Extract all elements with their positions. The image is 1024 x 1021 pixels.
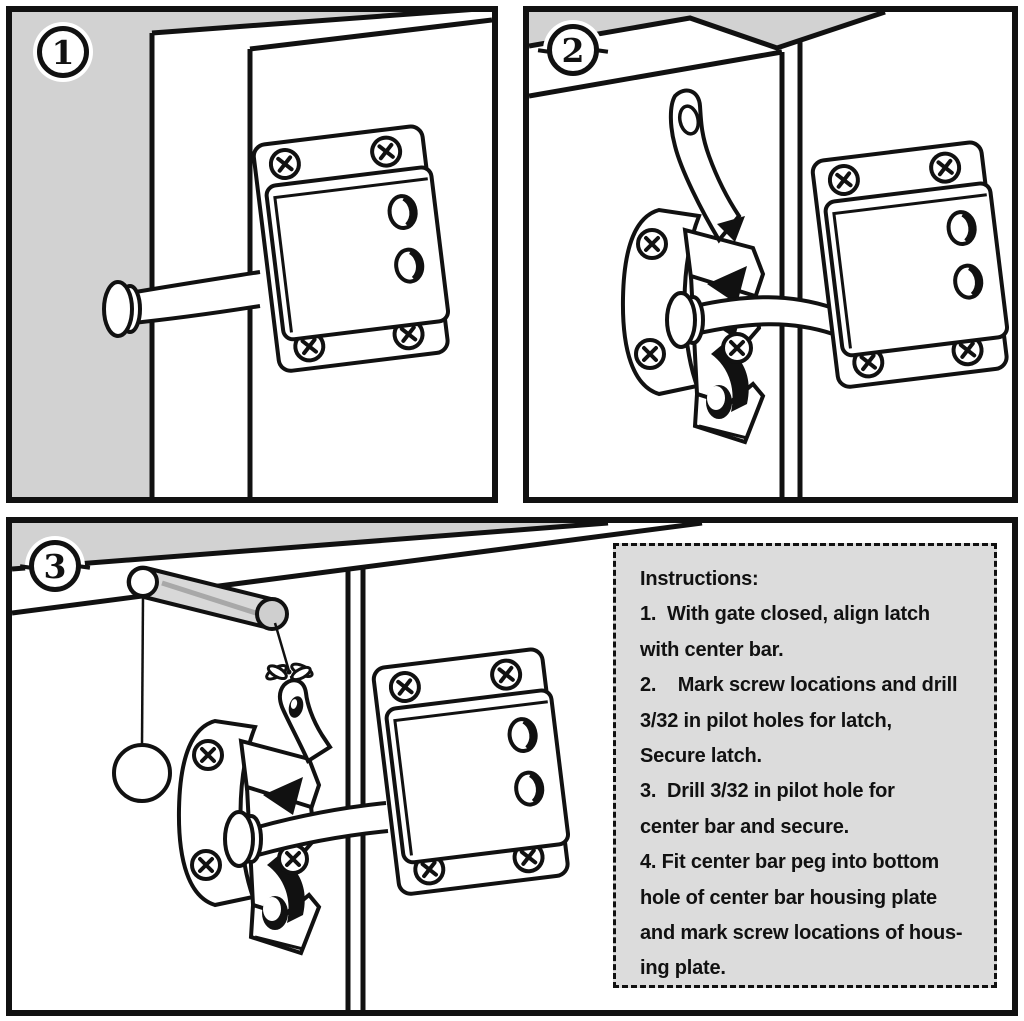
gate-and-post-illustration <box>529 12 886 497</box>
instruction-line: hole of center bar housing plate <box>640 886 937 909</box>
step-2-number: 2 <box>561 30 585 70</box>
instruction-line: 2. Mark screw locations and drill <box>640 674 958 697</box>
instruction-line: 1. With gate closed, align latch <box>640 603 930 626</box>
housing-plate-step2 <box>811 141 1011 389</box>
panel-step-2: 2 <box>523 6 1018 503</box>
center-bar-cap <box>223 810 263 868</box>
center-bar-cylinder <box>126 565 289 631</box>
instruction-line: 4. Fit center bar peg into bottom <box>640 851 939 874</box>
step-3-badge: 3 <box>29 540 81 592</box>
instruction-line: ing plate. <box>640 957 726 980</box>
instruction-line: 3. Drill 3/32 in pilot hole for <box>640 780 895 803</box>
instruction-line: and mark screw locations of hous- <box>640 922 963 945</box>
center-bar-cap <box>665 291 705 349</box>
illustration-latch-engaged <box>529 12 1012 497</box>
instructions-title: Instructions: <box>640 568 759 590</box>
illustration-housing-plate-on-post <box>12 12 492 497</box>
instruction-box: Instructions: 1. With gate closed, align… <box>613 543 997 988</box>
center-bar-illustration <box>665 291 834 349</box>
panel-step-1: 1 <box>6 6 498 503</box>
instruction-line: center bar and secure. <box>640 815 850 838</box>
step-3-number: 3 <box>43 546 67 586</box>
center-bar-illustration <box>102 270 261 338</box>
housing-plate-step1 <box>252 125 452 373</box>
step-1-number: 1 <box>51 32 75 72</box>
center-bar-illustration <box>223 801 389 868</box>
instruction-line: 3/32 in pilot holes for latch, <box>640 709 892 732</box>
pull-cord-ball <box>112 743 172 803</box>
pull-cord-illustration <box>112 595 297 803</box>
latch-lever-illustration <box>277 678 333 764</box>
center-bar-cap <box>102 280 142 338</box>
instruction-line: Secure latch. <box>640 745 762 768</box>
post-edge-lines <box>345 567 366 1010</box>
panel-step-3: 3 <box>6 517 1018 1016</box>
step-2-badge: 2 <box>547 24 599 76</box>
housing-plate-step3 <box>372 648 572 896</box>
ribbon-bow-icon <box>263 660 316 684</box>
illustration-full-installation <box>12 523 703 1010</box>
gate-and-post-illustration <box>12 523 703 616</box>
step-1-badge: 1 <box>37 26 89 78</box>
latch-lever-illustration <box>668 88 745 244</box>
instruction-line: with center bar. <box>640 638 784 661</box>
